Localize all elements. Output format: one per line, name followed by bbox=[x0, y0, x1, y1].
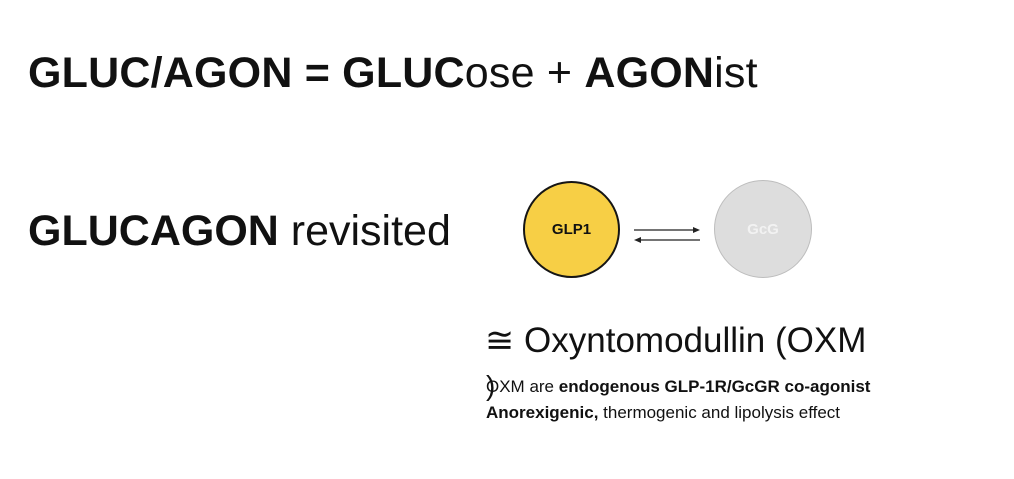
oxm-title-continuation: ) bbox=[486, 370, 496, 401]
subheading-bold: GLUCAGON bbox=[28, 207, 279, 255]
subheading: GLUCAGON revisited bbox=[28, 205, 451, 257]
glp1-circle: GLP1 bbox=[523, 181, 620, 278]
gcg-label: GcG bbox=[747, 220, 779, 238]
headline-part3: ose + bbox=[464, 49, 585, 97]
gcg-circle: GcG bbox=[714, 180, 812, 278]
oxm-description-line2: Anorexigenic, thermogenic and lipolysis … bbox=[486, 402, 840, 424]
oxm-line1-a: OXM are bbox=[486, 377, 559, 396]
oxm-line2-b: thermogenic and lipolysis effect bbox=[598, 403, 841, 422]
headline-part5: ist bbox=[714, 49, 758, 97]
oxm-line1-b: endogenous GLP-1R/GcGR co-agonist bbox=[558, 377, 871, 396]
glp1-label: GLP1 bbox=[551, 221, 592, 238]
oxm-title: ≅ Oxyntomodullin (OXM bbox=[485, 321, 867, 360]
subheading-rest: revisited bbox=[278, 207, 451, 255]
exchange-arrows-icon bbox=[634, 227, 700, 243]
headline: GLUC/AGON = GLUCose + AGONist bbox=[28, 47, 758, 99]
headline-part4: AGON bbox=[584, 49, 715, 97]
headline-part1: GLUC/AGON = bbox=[28, 49, 343, 97]
oxm-description-line1: OXM are endogenous GLP-1R/GcGR co-agonis… bbox=[486, 376, 870, 398]
oxm-line2-a: Anorexigenic, bbox=[486, 403, 599, 422]
headline-part2: GLUC bbox=[342, 49, 465, 97]
